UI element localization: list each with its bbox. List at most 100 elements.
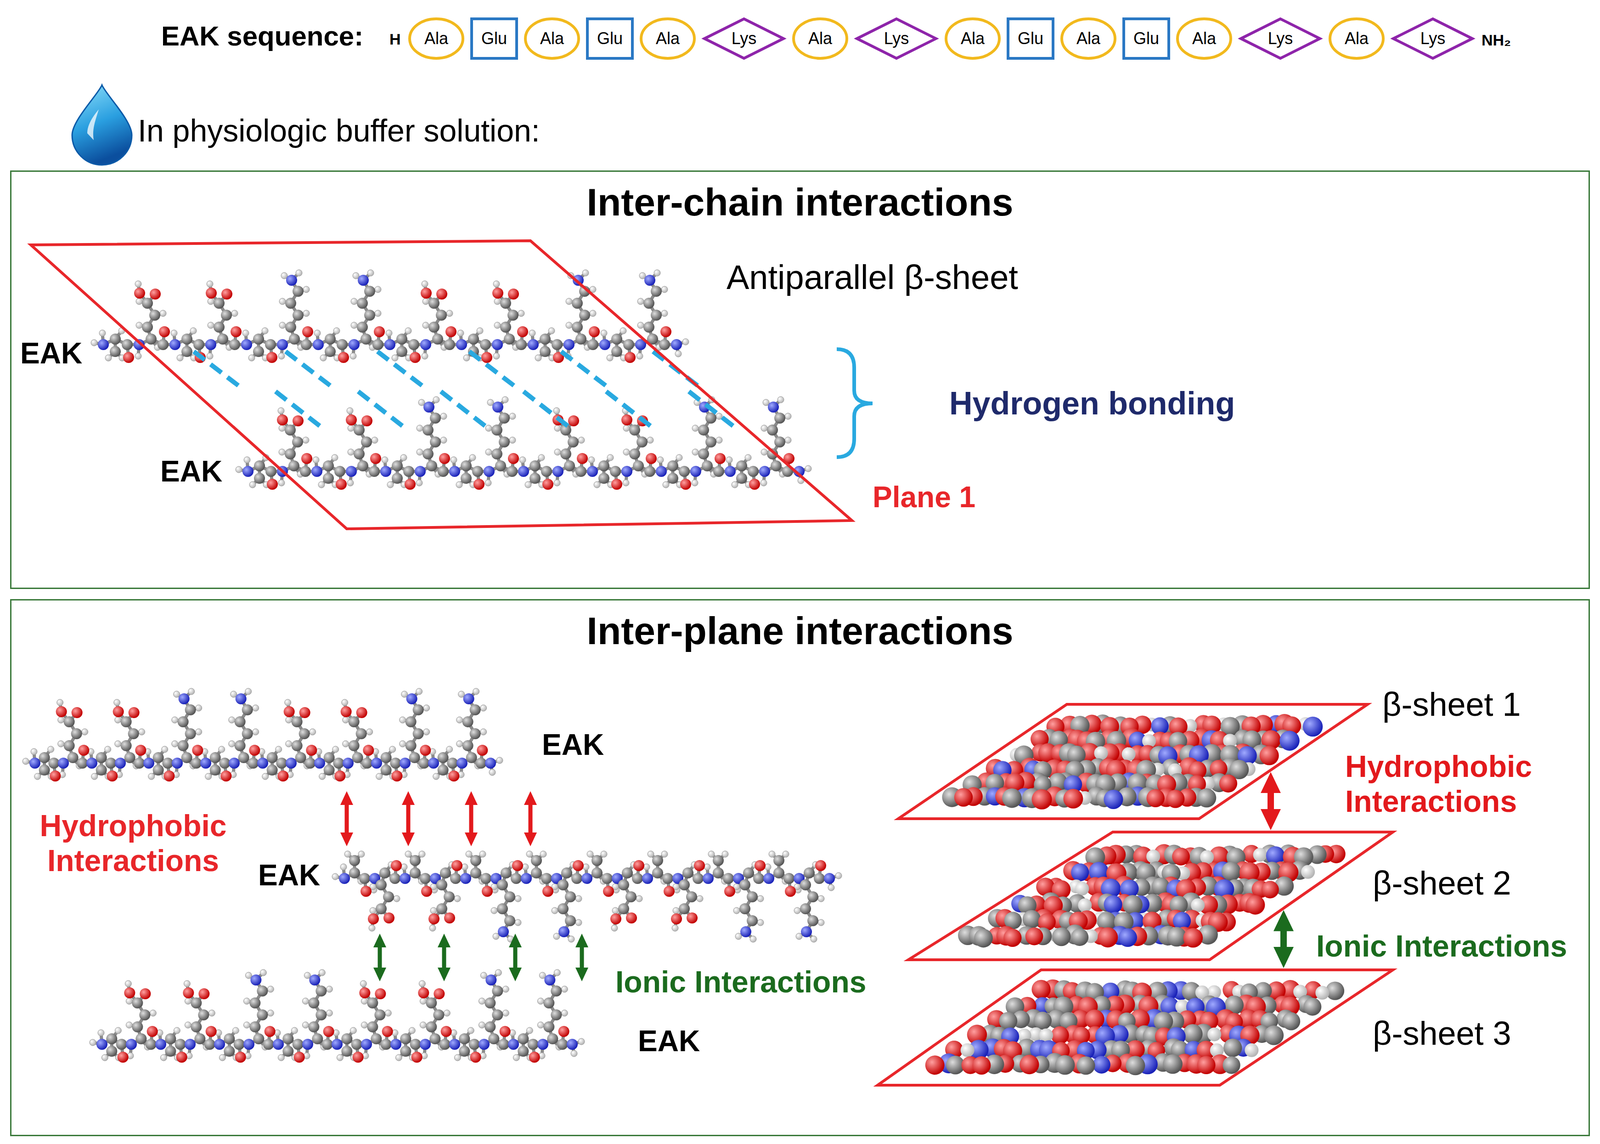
- atom: [421, 352, 429, 360]
- atom: [249, 1020, 261, 1032]
- atom: [234, 739, 246, 751]
- atom: [552, 465, 564, 477]
- atom: [323, 1025, 335, 1037]
- atom: [272, 1038, 284, 1050]
- atom: [686, 890, 698, 902]
- atom: [764, 863, 772, 870]
- atom: [454, 1053, 461, 1061]
- atom: [155, 1038, 167, 1050]
- atom: [419, 997, 427, 1004]
- atom: [539, 333, 551, 345]
- atom: [439, 452, 451, 464]
- atom: [757, 918, 764, 926]
- atom: [540, 465, 553, 477]
- atom: [347, 479, 354, 486]
- atom: [223, 1032, 235, 1044]
- atom: [106, 1045, 118, 1057]
- atom: [345, 414, 357, 426]
- atom: [302, 326, 314, 338]
- atom: [621, 867, 633, 879]
- atom: [47, 745, 55, 753]
- atom: [288, 460, 300, 472]
- atom: [469, 704, 481, 716]
- atom: [252, 728, 260, 735]
- atom: [571, 872, 583, 884]
- atom: [152, 764, 164, 776]
- atom: [418, 757, 430, 769]
- atom: [810, 935, 817, 942]
- atom: [139, 987, 151, 999]
- hydrogen-bond: [275, 391, 322, 428]
- atom: [253, 1032, 265, 1044]
- atom: [416, 448, 423, 456]
- atom: [304, 757, 316, 769]
- atom: [662, 481, 670, 488]
- atom: [773, 854, 785, 866]
- atom: [332, 757, 344, 769]
- atom: [308, 1020, 320, 1032]
- atom: [235, 692, 247, 705]
- atom: [253, 345, 265, 357]
- atom: [133, 757, 145, 769]
- atom: [458, 690, 465, 698]
- atom: [437, 465, 449, 477]
- atom: [106, 1032, 118, 1044]
- atom: [90, 339, 98, 346]
- atom: [191, 744, 203, 756]
- atom: [141, 321, 153, 333]
- atom: [340, 863, 347, 870]
- atom: [644, 274, 656, 286]
- atom: [39, 764, 51, 776]
- atom: [152, 751, 164, 763]
- atom: [198, 987, 210, 999]
- atom: [491, 448, 503, 460]
- atom: [637, 298, 644, 305]
- atom: [538, 454, 545, 461]
- atom: [735, 932, 742, 940]
- atom: [551, 907, 558, 914]
- atom: [326, 985, 333, 992]
- atom: [782, 850, 789, 857]
- atom: [320, 354, 327, 361]
- atom: [331, 454, 339, 461]
- atom: [490, 907, 498, 914]
- atom: [784, 436, 792, 444]
- atom: [472, 465, 484, 477]
- atom: [625, 912, 637, 924]
- atom: [692, 872, 704, 884]
- atom: [293, 1051, 305, 1063]
- atom: [639, 272, 646, 279]
- atom: [399, 757, 411, 769]
- atom: [670, 338, 682, 350]
- atom: [815, 859, 827, 871]
- atom: [145, 333, 157, 345]
- atom: [507, 288, 519, 300]
- atom: [128, 706, 140, 718]
- atom: [322, 472, 334, 484]
- atom: [409, 867, 421, 879]
- atom: [158, 326, 170, 338]
- atom: [489, 768, 496, 776]
- atom: [291, 715, 303, 727]
- atom: [712, 854, 724, 866]
- atom: [570, 1049, 578, 1057]
- atom: [680, 478, 692, 490]
- atom: [318, 481, 325, 488]
- atom: [206, 280, 214, 288]
- atom: [292, 415, 304, 427]
- atom: [446, 745, 453, 753]
- atom: [49, 770, 61, 782]
- atom: [362, 744, 374, 756]
- atom: [644, 465, 656, 477]
- atom: [739, 902, 751, 914]
- atom: [389, 872, 401, 884]
- atom: [292, 436, 304, 448]
- atom: [409, 751, 421, 763]
- atom: [170, 329, 178, 337]
- atom: [500, 297, 512, 309]
- atom: [598, 472, 610, 484]
- atom: [554, 424, 561, 432]
- atom: [619, 327, 627, 334]
- atom: [164, 1032, 176, 1044]
- atom: [245, 687, 252, 695]
